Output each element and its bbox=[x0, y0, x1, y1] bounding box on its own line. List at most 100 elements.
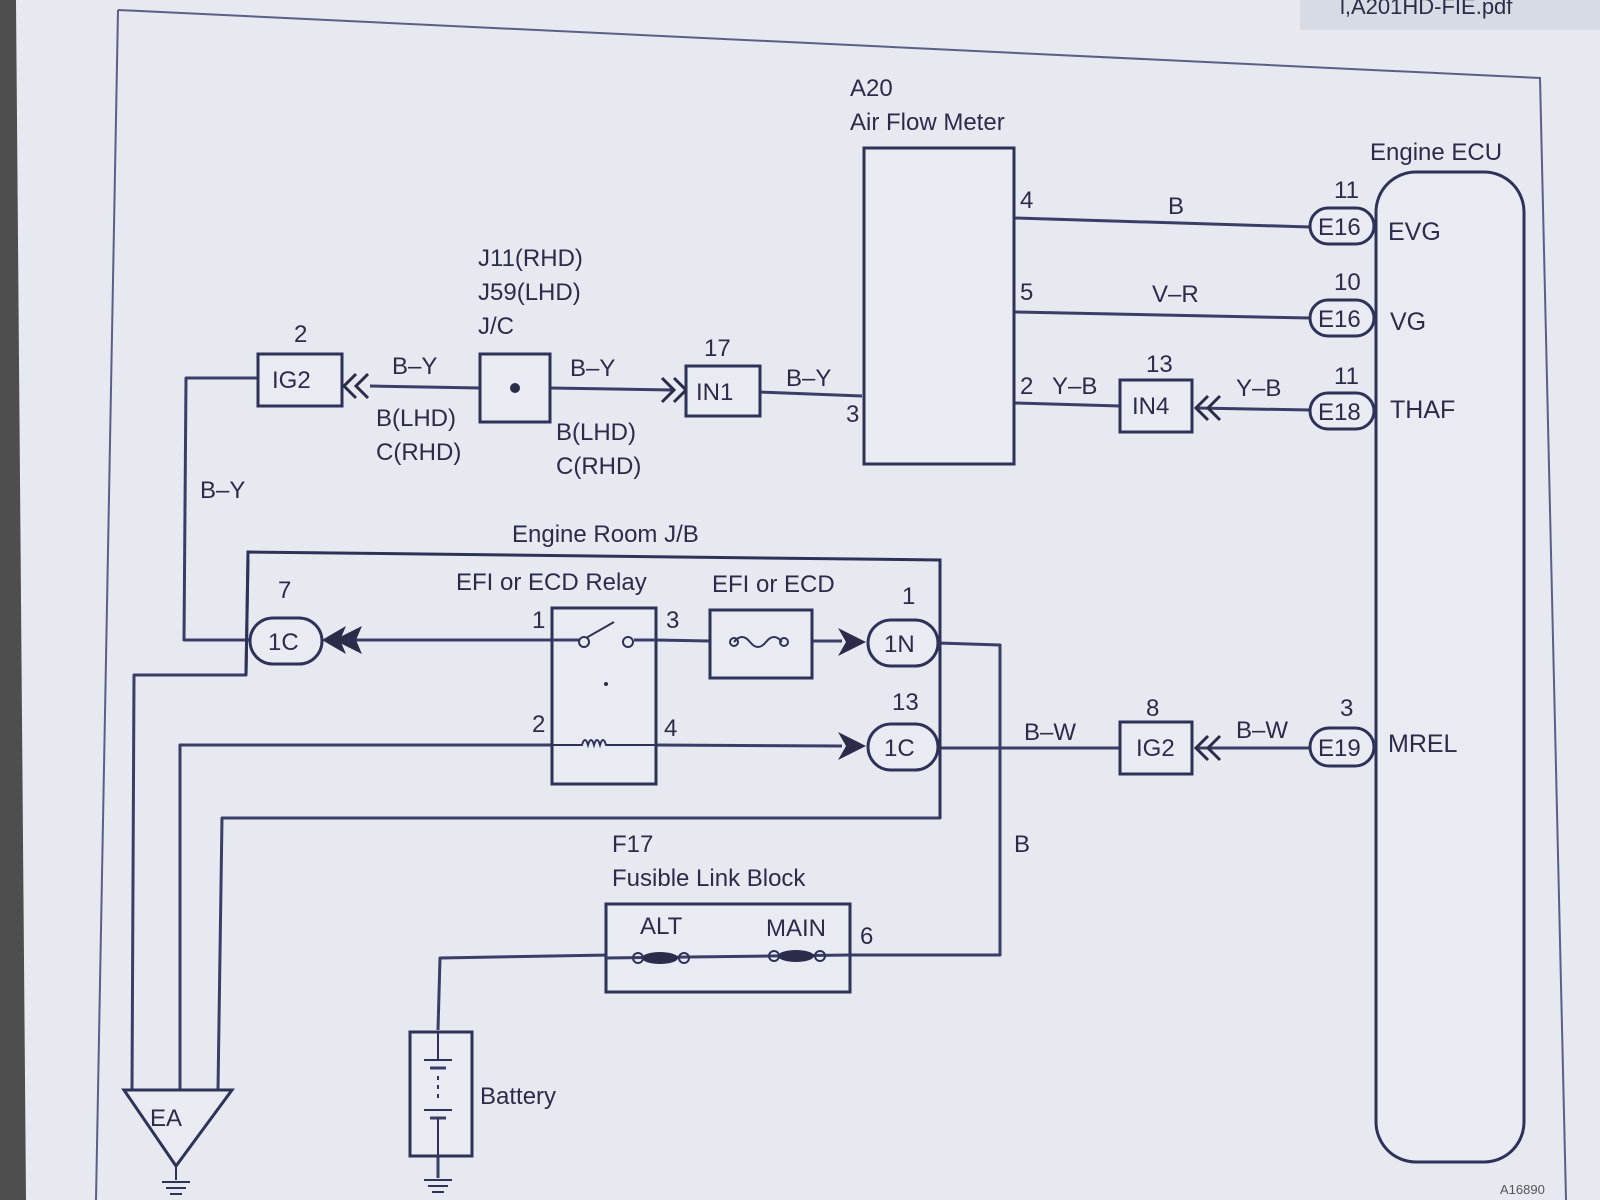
engine-ecu: Engine ECU 11 E16 EVG 10 E16 VG 11 E18 T… bbox=[1308, 139, 1526, 1164]
wire-label-by-left: B–Y bbox=[392, 353, 437, 380]
relay-coil-icon bbox=[552, 739, 656, 749]
ig2-top-pin: 2 bbox=[294, 321, 307, 348]
relay-box bbox=[550, 606, 658, 786]
conn-1c-bottom-pin: 13 bbox=[892, 689, 919, 716]
fusible-link-block: F17 Fusible Link Block ALT MAIN 6 bbox=[604, 831, 873, 994]
afm-code: A20 bbox=[850, 75, 893, 102]
drawing-frame-left bbox=[95, 9, 119, 1200]
fuse-icon bbox=[733, 636, 783, 648]
jc-line1: J11(RHD) bbox=[478, 245, 583, 272]
ig2-bottom-box bbox=[1118, 720, 1194, 776]
in4-label: IN4 bbox=[1132, 393, 1169, 420]
connector-in4: 13 IN4 bbox=[1118, 351, 1222, 434]
ground-ea: EA bbox=[121, 1088, 235, 1195]
fuse-name: EFI or ECD bbox=[712, 571, 835, 598]
fuse-alt-icon bbox=[642, 952, 678, 964]
afm-name: Air Flow Meter bbox=[850, 109, 1005, 136]
conn-1c-bottom bbox=[866, 722, 940, 772]
wire-label-yb-afm: Y–B bbox=[1052, 373, 1097, 400]
fuse-box bbox=[708, 608, 814, 680]
fuse-main-icon bbox=[778, 950, 814, 962]
conn-1c-top-label: 1C bbox=[268, 629, 299, 656]
ig2-top-box bbox=[256, 352, 344, 408]
signal-mrel: MREL bbox=[1388, 730, 1458, 758]
ig2-bottom-pin: 8 bbox=[1146, 695, 1159, 722]
connector-ig2-top: 2 IG2 bbox=[256, 321, 370, 408]
jc-junction-dot bbox=[510, 383, 520, 393]
wire-label-by-vertical: B–Y bbox=[200, 477, 245, 504]
ground-icon bbox=[162, 1181, 190, 1195]
conn-1c-top-pin: 7 bbox=[278, 577, 291, 604]
fusible-link-code: F17 bbox=[612, 831, 653, 858]
variant-rhd-right: C(RHD) bbox=[556, 453, 641, 480]
jc-line3: J/C bbox=[478, 313, 514, 340]
ig2-bottom-arrow-1 bbox=[1193, 734, 1210, 762]
wire-label-bw-right: B–W bbox=[1236, 717, 1288, 744]
ig2-bottom-label: IG2 bbox=[1136, 735, 1175, 762]
jc-line2: J59(LHD) bbox=[478, 279, 581, 306]
signal-evg: EVG bbox=[1388, 218, 1441, 246]
afm-pin-5: 5 bbox=[1020, 279, 1033, 306]
relay-pin-1: 1 bbox=[532, 607, 545, 634]
relay-pin-3: 3 bbox=[666, 607, 679, 634]
relay-contact-b bbox=[622, 636, 634, 648]
conn-1n-pin: 1 bbox=[902, 583, 915, 610]
ig2-top-arrow-2 bbox=[353, 372, 370, 400]
relay-contact-a bbox=[578, 636, 590, 648]
relay-pin-4: 4 bbox=[664, 715, 677, 742]
in1-pin: 17 bbox=[704, 335, 731, 362]
jb-outline bbox=[244, 550, 942, 818]
signal-thaf: THAF bbox=[1390, 396, 1455, 424]
ig2-top-label: IG2 bbox=[272, 367, 311, 394]
wire-label-b-vertical: B bbox=[1014, 831, 1030, 858]
conn-e16-evg-label: E16 bbox=[1318, 214, 1361, 241]
wire-label-vr: V–R bbox=[1152, 281, 1199, 308]
in1-box bbox=[684, 364, 762, 418]
wire-label-yb-ecu: Y–B bbox=[1236, 375, 1281, 402]
conn-1c-bottom-label: 1C bbox=[884, 735, 915, 762]
connector-in1: 17 IN1 bbox=[660, 335, 762, 418]
fusible-link-box bbox=[604, 902, 852, 994]
conn-e18-label: E18 bbox=[1318, 399, 1361, 426]
jb-name: Engine Room J/B bbox=[512, 521, 699, 548]
afm-box bbox=[862, 146, 1016, 466]
signal-vg: VG bbox=[1390, 308, 1426, 336]
fuse-alt-label: ALT bbox=[640, 913, 683, 940]
ecu-pin-11-thaf: 11 bbox=[1334, 363, 1359, 390]
ecu-pin-3-mrel: 3 bbox=[1340, 695, 1353, 722]
wire-label-b-evg: B bbox=[1168, 193, 1184, 220]
ig2-top-arrow-1 bbox=[341, 372, 358, 400]
conn-1n-arrow bbox=[838, 628, 866, 656]
conn-e19-mrel bbox=[1308, 726, 1376, 768]
wire-label-bw-left: B–W bbox=[1024, 719, 1076, 746]
battery: Battery bbox=[408, 1030, 556, 1193]
relay-switch-icon bbox=[585, 621, 615, 639]
conn-e16-evg bbox=[1308, 206, 1376, 246]
ecu-pin-11-evg: 11 bbox=[1334, 177, 1359, 204]
junction-connector: J11(RHD) J59(LHD) J/C bbox=[478, 245, 583, 424]
afm-pin-4: 4 bbox=[1020, 187, 1033, 214]
ig2-bottom-arrow-2 bbox=[1205, 734, 1222, 762]
ground-triangle bbox=[121, 1088, 235, 1169]
engine-room-jb: Engine Room J/B EFI or ECD Relay EFI or … bbox=[244, 521, 942, 818]
battery-label: Battery bbox=[480, 1083, 556, 1110]
variant-lhd-right: B(LHD) bbox=[556, 419, 636, 446]
relay-name: EFI or ECD Relay bbox=[456, 569, 647, 596]
conn-1c-top bbox=[248, 616, 324, 666]
air-flow-meter: A20 Air Flow Meter 4 5 2 3 bbox=[846, 75, 1033, 466]
wire-label-by-right: B–Y bbox=[570, 355, 615, 382]
in1-label: IN1 bbox=[696, 379, 733, 406]
in1-arrow-1 bbox=[660, 376, 677, 404]
battery-ground-icon bbox=[424, 1179, 452, 1193]
conn-e19-label: E19 bbox=[1318, 735, 1361, 762]
in4-arrow-2 bbox=[1205, 394, 1222, 422]
wire-label-by-afm: B–Y bbox=[786, 365, 831, 392]
figure-id: A16890 bbox=[1500, 1182, 1545, 1197]
conn-e16-vg-label: E16 bbox=[1318, 306, 1361, 333]
conn-1c-top-arrow-2 bbox=[334, 626, 362, 654]
conn-1c-bottom-arrow bbox=[838, 732, 866, 760]
conn-1n-label: 1N bbox=[884, 631, 915, 658]
connector-ig2-bottom: 8 IG2 bbox=[1118, 695, 1222, 776]
afm-pin-2: 2 bbox=[1020, 373, 1033, 400]
